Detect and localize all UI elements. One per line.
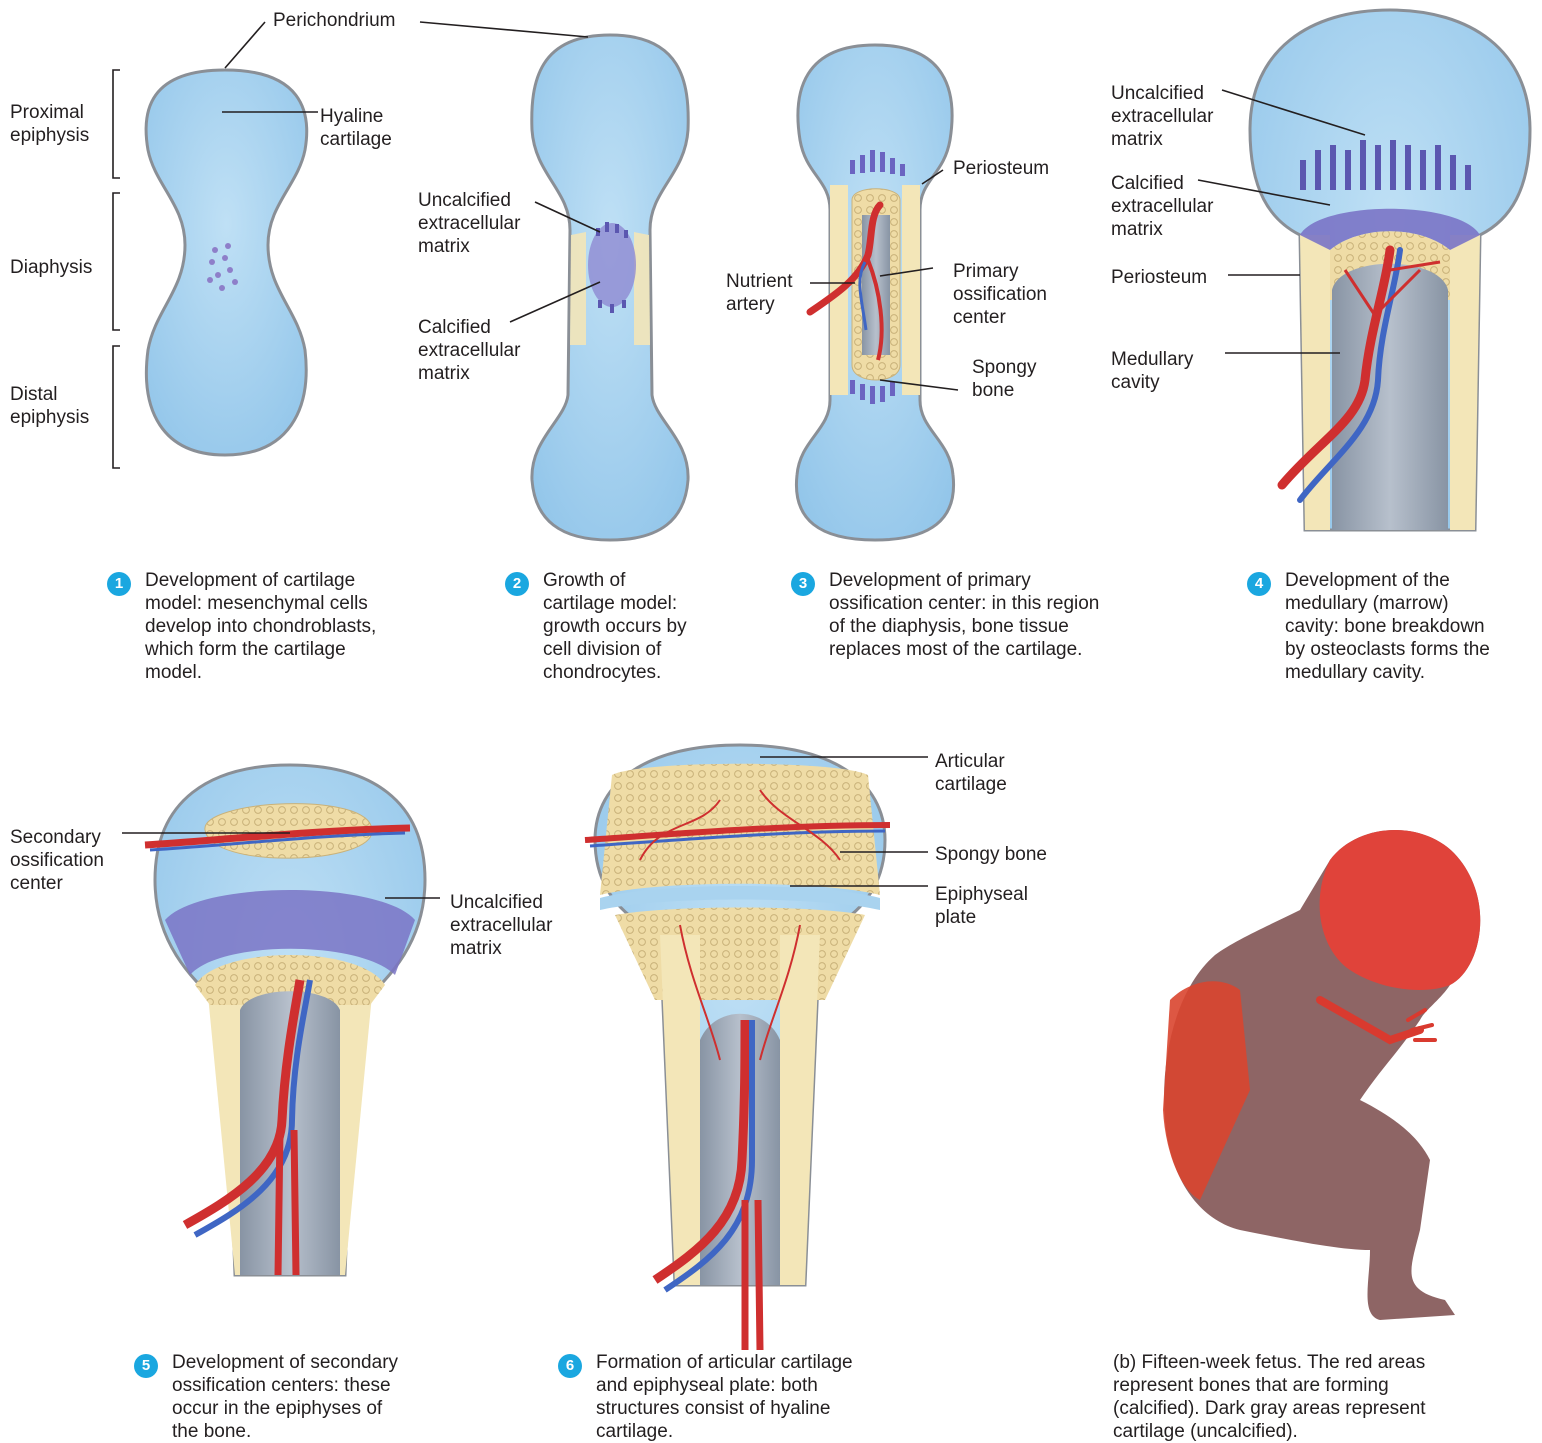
stage-6-articular-cartilage-epiphyseal-plate [585, 745, 890, 1350]
label-distal-epiphysis: Distal epiphysis [10, 383, 89, 429]
label-medullary-cavity: Medullary cavity [1111, 348, 1193, 394]
stage-5-secondary-ossification [145, 765, 425, 1275]
label-calcified-ecm-stage-4: Calcified extracellular matrix [1111, 172, 1213, 241]
label-articular-cartilage: Articular cartilage [935, 750, 1007, 796]
label-hyaline-cartilage: Hyaline cartilage [320, 105, 392, 151]
step-2-caption: 2 Growth of cartilage model: growth occu… [505, 569, 687, 684]
stage-3-primary-ossification [796, 45, 953, 540]
label-spongy-bone-stage-3: Spongy bone [972, 356, 1036, 402]
step-5-badge: 5 [134, 1354, 158, 1378]
step-3-caption: 3 Development of primary ossification ce… [791, 569, 1099, 661]
label-uncalcified-ecm-stage-4: Uncalcified extracellular matrix [1111, 82, 1213, 151]
label-nutrient-artery: Nutrient artery [726, 270, 793, 316]
step-4-badge: 4 [1247, 572, 1271, 596]
step-4-caption: 4 Development of the medullary (marrow) … [1247, 569, 1490, 684]
label-spongy-bone-stage-6: Spongy bone [935, 843, 1047, 866]
step-5-caption: 5 Development of secondary ossification … [134, 1351, 398, 1443]
step-3-text: Development of primary ossification cent… [829, 569, 1099, 661]
label-uncalcified-ecm-stage-2: Uncalcified extracellular matrix [418, 189, 520, 258]
label-diaphysis: Diaphysis [10, 256, 92, 279]
step-3-badge: 3 [791, 572, 815, 596]
label-primary-ossification-center: Primary ossification center [953, 260, 1047, 329]
step-6-caption: 6 Formation of articular cartilage and e… [558, 1351, 853, 1443]
fetus-illustration [1163, 830, 1480, 1320]
label-epiphyseal-plate: Epiphyseal plate [935, 883, 1028, 929]
step-4-text: Development of the medullary (marrow) ca… [1285, 569, 1490, 684]
step-6-badge: 6 [558, 1354, 582, 1378]
label-uncalcified-ecm-stage-5: Uncalcified extracellular matrix [450, 891, 552, 960]
step-5-text: Development of secondary ossification ce… [172, 1351, 398, 1443]
step-2-text: Growth of cartilage model: growth occurs… [543, 569, 687, 684]
stage-1-cartilage-model [146, 70, 307, 455]
label-secondary-ossification-center: Secondary ossification center [10, 826, 104, 895]
stage-4-medullary-cavity [1250, 10, 1530, 530]
fetus-caption: (b) Fifteen-week fetus. The red areas re… [1113, 1351, 1426, 1443]
label-perichondrium: Perichondrium [273, 9, 396, 32]
step-1-badge: 1 [107, 572, 131, 596]
label-calcified-ecm-stage-2: Calcified extracellular matrix [418, 316, 520, 385]
step-6-text: Formation of articular cartilage and epi… [596, 1351, 853, 1443]
label-periosteum-stage-4: Periosteum [1111, 266, 1207, 289]
step-1-text: Development of cartilage model: mesenchy… [145, 569, 376, 684]
step-1-caption: 1 Development of cartilage model: mesenc… [107, 569, 376, 684]
step-2-badge: 2 [505, 572, 529, 596]
label-proximal-epiphysis: Proximal epiphysis [10, 101, 89, 147]
stage-2-cartilage-growth [532, 35, 688, 540]
label-periosteum-stage-3: Periosteum [953, 157, 1049, 180]
